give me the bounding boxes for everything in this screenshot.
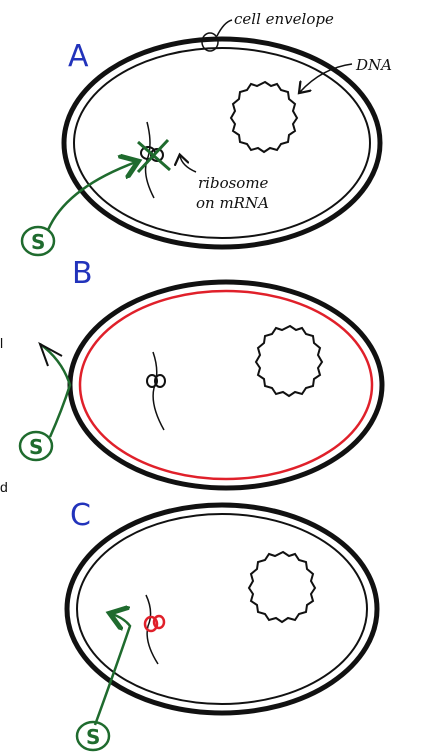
label-ribosome-line1: ribosome [198,174,269,192]
label-cell-envelope: cell envelope [234,10,334,28]
dna-blob [231,82,297,152]
cell-envelope-outer [64,39,380,247]
panel-letter-a: A [68,39,89,74]
signal-path-c [95,614,130,725]
inner-membrane-red [80,291,372,479]
stray-mark-1: l [0,335,3,351]
mrna-strand-b [153,352,164,430]
ribosome-pointer-line [180,156,196,172]
signal-s-b: S [29,435,43,459]
cell-envelope-outer-b [70,282,382,488]
panel-b: B S [20,256,382,488]
panel-letter-c: C [70,498,91,533]
cell-envelope-outer-c [67,505,377,713]
panel-letter-b: B [72,256,93,291]
cell-envelope-inner-c [77,514,367,704]
ribosome-c [145,616,164,631]
stray-mark-2: d [0,479,8,495]
signal-s-c: S [86,725,100,749]
panel-a: A cell envelope DNA ribosome on mRNA S [22,10,392,255]
envelope-pointer-line [217,20,232,36]
dna-blob-b [256,326,322,396]
ribosome-b [147,375,165,387]
signal-s-a: S [31,230,45,254]
dna-blob-c [249,552,315,622]
label-ribosome-line2: on mRNA [196,194,269,212]
label-dna: DNA [355,56,392,74]
signal-path-a [48,162,136,230]
panel-c: C S [67,498,377,750]
